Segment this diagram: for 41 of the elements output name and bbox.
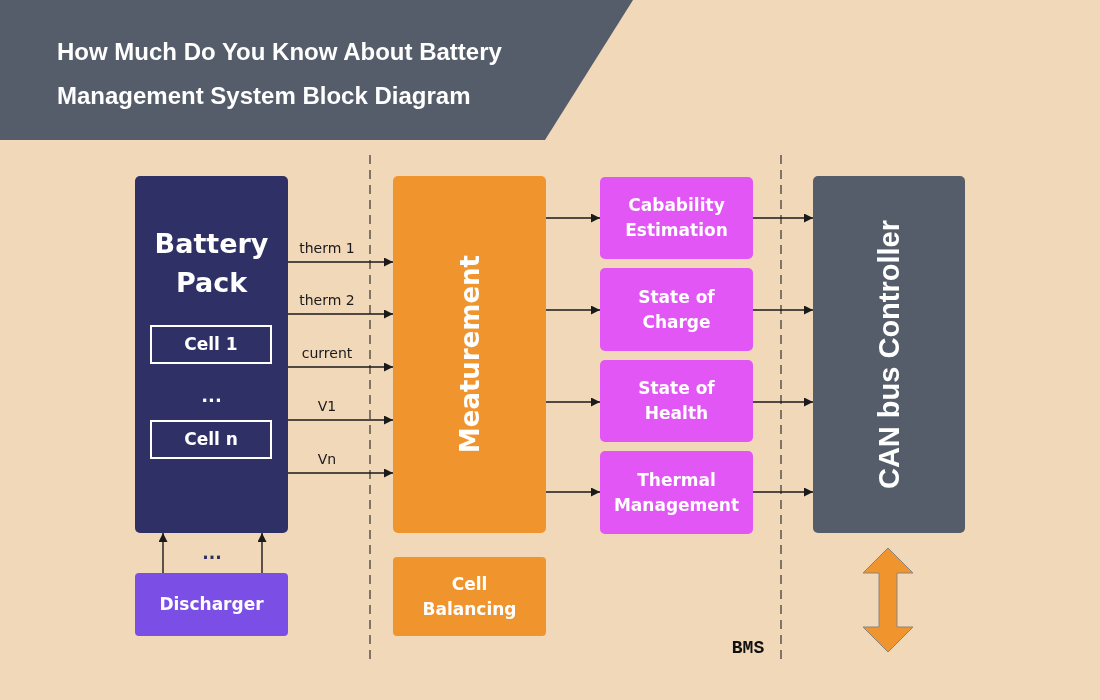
block-label: State of Charge bbox=[637, 285, 716, 334]
discharger-block bbox=[135, 573, 288, 636]
arrow bbox=[287, 415, 394, 425]
block-title: Battery Pack bbox=[153, 227, 270, 300]
arrow bbox=[752, 213, 814, 223]
block-label: Meaturement bbox=[453, 255, 486, 454]
ellipsis: ... bbox=[201, 384, 222, 408]
arrow bbox=[287, 362, 394, 372]
arrow bbox=[287, 309, 394, 319]
arrow bbox=[752, 397, 814, 407]
function-block bbox=[600, 451, 753, 534]
block-label: Cell Balancing bbox=[421, 572, 518, 621]
arrow bbox=[287, 468, 394, 478]
battery-pack-block bbox=[135, 176, 288, 533]
function-block bbox=[600, 360, 753, 442]
arrow bbox=[545, 305, 601, 315]
measurement-block bbox=[393, 176, 546, 533]
block-label: State of Health bbox=[637, 377, 716, 425]
arrow bbox=[158, 532, 168, 574]
cell-balancing-block bbox=[393, 557, 546, 636]
arrow bbox=[752, 305, 814, 315]
title: How Much Do You Know About Battery Management System Block Diagram bbox=[57, 37, 503, 111]
ellipsis: ... bbox=[202, 543, 222, 563]
arrow bbox=[257, 532, 267, 574]
cell-box bbox=[150, 420, 272, 459]
block-label: Cabability Estimation bbox=[624, 194, 729, 242]
cell-label: Cell n bbox=[184, 428, 238, 451]
cell-box bbox=[150, 325, 272, 364]
region-label: BMS bbox=[731, 638, 765, 658]
arrow bbox=[752, 487, 814, 497]
arrow bbox=[545, 397, 601, 407]
block-label: CAN bus Controller bbox=[872, 219, 906, 490]
arrow bbox=[545, 213, 601, 223]
block-label: Thermal Management bbox=[612, 468, 741, 517]
function-block bbox=[600, 268, 753, 351]
arrow bbox=[287, 257, 394, 267]
block-label: Discharger bbox=[159, 593, 264, 616]
can-controller-block bbox=[813, 176, 965, 533]
function-block bbox=[600, 177, 753, 259]
arrow bbox=[545, 487, 601, 497]
cell-label: Cell 1 bbox=[184, 333, 238, 356]
